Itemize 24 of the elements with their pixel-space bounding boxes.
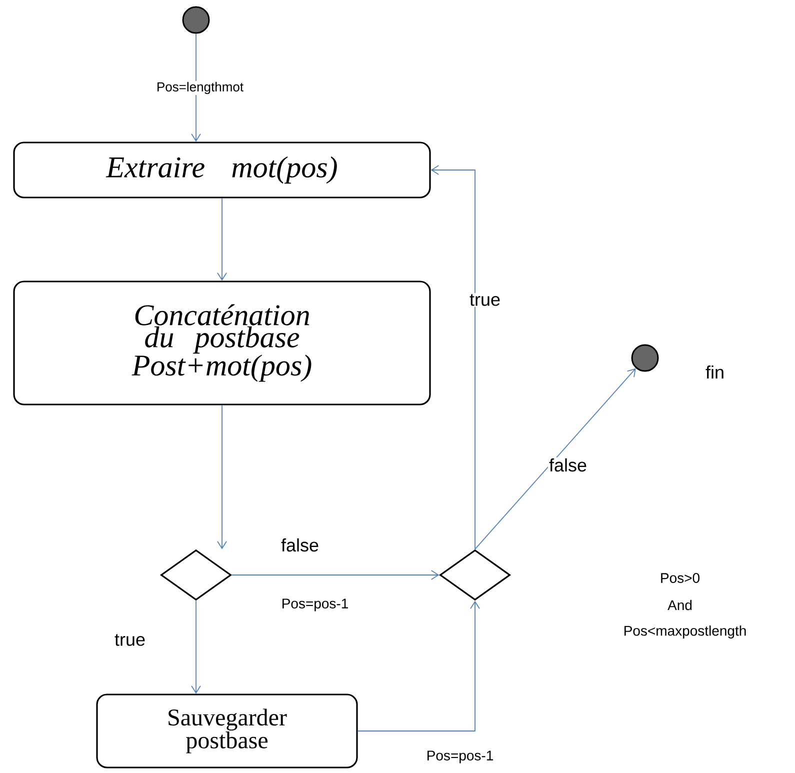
edge-label: Pos=lengthmot xyxy=(155,80,245,96)
state-circle xyxy=(631,344,659,372)
arrow xyxy=(191,600,201,694)
arrow xyxy=(474,368,636,550)
state-circle xyxy=(182,6,210,34)
guard-label: And xyxy=(668,600,692,610)
edge-label: true xyxy=(468,293,502,307)
edge-label: false xyxy=(280,537,320,553)
edge-label: false xyxy=(548,457,588,473)
arrow xyxy=(430,165,476,550)
arrow xyxy=(231,570,440,580)
activity-box: Extraire mot(pos) xyxy=(13,142,431,198)
edge-label: true xyxy=(114,633,147,647)
guard-label: Pos=pos-1 xyxy=(428,750,493,764)
activity-box: Sauvegarder postbase xyxy=(96,694,358,768)
guard-label: Pos<maxpostlength xyxy=(624,625,746,639)
arrow xyxy=(217,404,227,550)
guard-label: Pos=pos-1 xyxy=(282,598,348,612)
arrow xyxy=(357,600,480,732)
node-caption: fin xyxy=(706,365,724,379)
guard-label: Pos>0 xyxy=(661,573,700,583)
arrow xyxy=(191,33,201,142)
activity-box: Concaténation du postbase Post+mot(pos) xyxy=(13,280,431,406)
arrow xyxy=(217,198,227,281)
